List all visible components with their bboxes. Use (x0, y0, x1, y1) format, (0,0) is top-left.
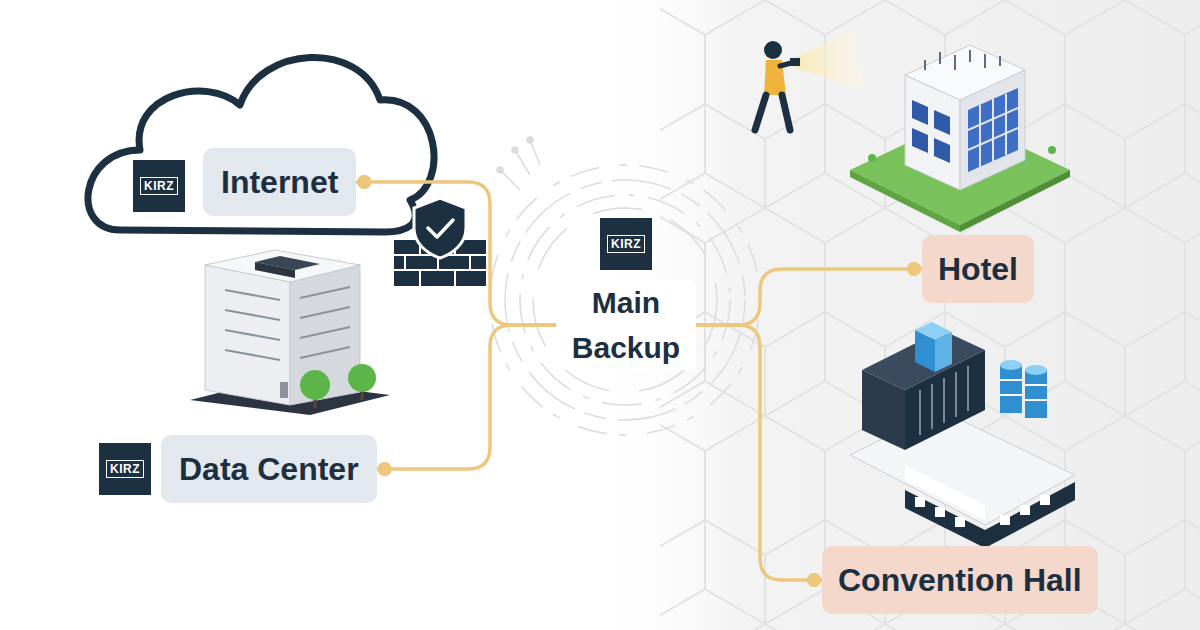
network-link (377, 262, 922, 476)
link-line (377, 269, 922, 469)
node-label: KIRZ (140, 177, 178, 195)
convention-hall-building (850, 322, 1075, 548)
circuit-arcs (490, 137, 760, 435)
link-dot (807, 573, 821, 587)
node-label: Internet (221, 164, 338, 201)
internet-box: Internet (203, 148, 356, 216)
cloud-outline (88, 57, 434, 232)
node-label: Convention Hall (838, 562, 1082, 599)
hotel-box: Hotel (922, 235, 1034, 303)
link-dot (357, 175, 371, 189)
network-link (356, 175, 822, 587)
node-label: KIRZ (106, 460, 144, 478)
hexagon-pattern (660, 0, 1200, 630)
convention-hall-box: Convention Hall (822, 546, 1098, 614)
link-dot (907, 262, 921, 276)
logo-badge: KIRZ (600, 218, 652, 270)
node-label: Data Center (179, 451, 359, 488)
person-flashlight (755, 30, 865, 130)
node-label: Hotel (938, 251, 1018, 288)
logo-badge: KIRZ (133, 160, 185, 212)
link-dot (807, 573, 821, 587)
hotel-building (850, 45, 1070, 232)
firewall-icon (394, 198, 486, 286)
route-label: Main Backup (556, 280, 696, 370)
link-dot (378, 462, 392, 476)
node-label: KIRZ (607, 235, 645, 253)
data-center-building (190, 250, 390, 415)
link-dot (378, 462, 392, 476)
link-line (356, 182, 822, 580)
link-dot (357, 175, 371, 189)
data-center-box: Data Center (161, 435, 377, 503)
link-dot (907, 262, 921, 276)
logo-badge: KIRZ (99, 443, 151, 495)
